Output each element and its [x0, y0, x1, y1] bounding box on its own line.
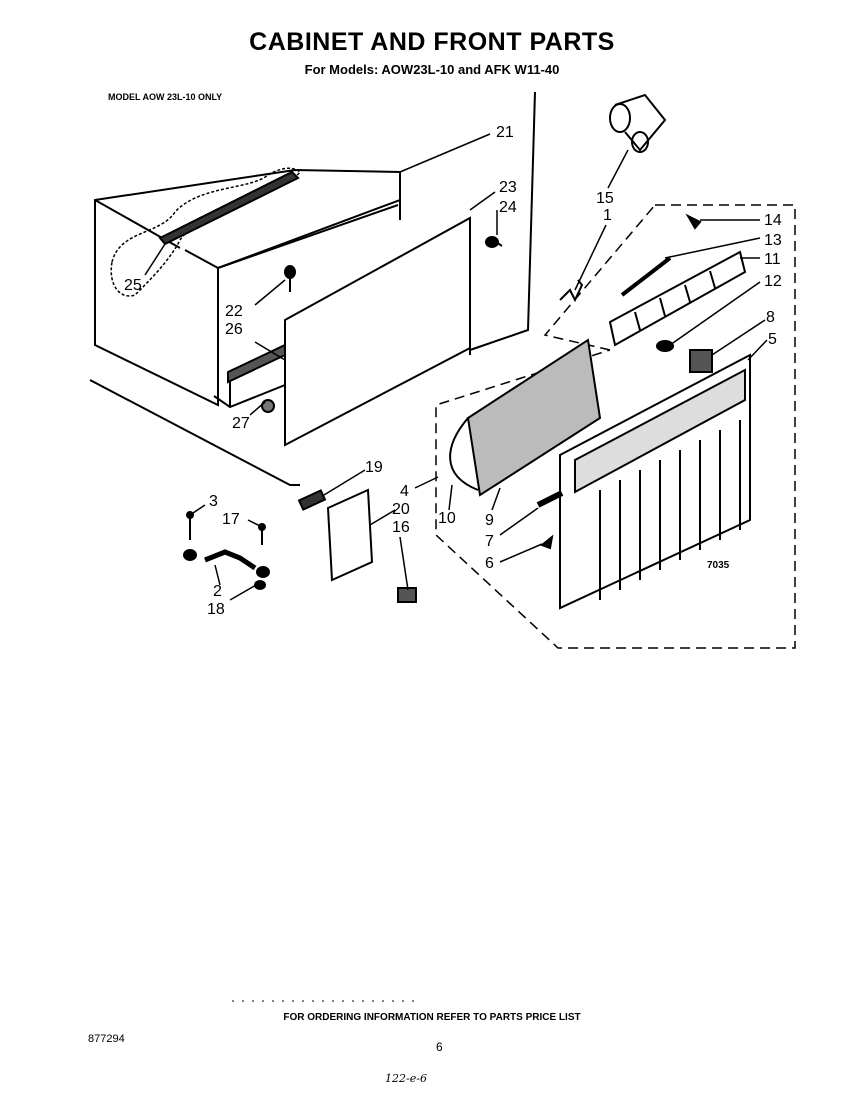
callout-8: 8	[766, 309, 775, 326]
callout-16: 16	[392, 519, 410, 536]
callout-20: 20	[392, 501, 410, 518]
louver-bracket-11	[608, 250, 747, 347]
callout-17: 17	[222, 511, 240, 528]
cabinet-shell	[89, 91, 536, 486]
callout-2: 2	[213, 583, 222, 600]
panel	[284, 216, 471, 447]
callout-27: 27	[232, 415, 250, 432]
callout-14: 14	[764, 212, 782, 229]
callout-21: 21	[496, 124, 514, 141]
rod-13	[620, 256, 672, 297]
insulation-strip	[110, 167, 302, 297]
page-number: 6	[436, 1040, 443, 1054]
callout-26: 26	[225, 321, 243, 338]
callout-4: 4	[400, 483, 409, 500]
callout-numbers: 21 23 24 25 22 26 27 15 1 14 13 11 12 8 …	[124, 124, 782, 618]
bracket-8	[689, 349, 713, 373]
callout-11: 11	[764, 251, 781, 268]
spring-clip-1	[559, 279, 584, 303]
clip-7	[536, 490, 564, 508]
page-title: CABINET AND FRONT PARTS	[249, 28, 615, 56]
screw-22	[284, 265, 296, 292]
callout-10: 10	[438, 510, 456, 527]
callout-24: 24	[499, 199, 517, 216]
callout-13: 13	[764, 232, 782, 249]
callout-25: 25	[124, 277, 142, 294]
callout-3: 3	[209, 493, 218, 510]
grommet-27	[261, 399, 275, 413]
ordering-info: FOR ORDERING INFORMATION REFER TO PARTS …	[283, 1012, 581, 1023]
callout-15: 15	[596, 190, 614, 207]
hardware-set	[183, 511, 270, 590]
callout-9: 9	[485, 512, 494, 529]
callout-22: 22	[225, 303, 243, 320]
callout-12: 12	[764, 273, 782, 290]
connector-19	[297, 489, 327, 511]
filter-9	[466, 338, 602, 497]
callout-6: 6	[485, 555, 494, 572]
page-subtitle: For Models: AOW23L-10 and AFK W11-40	[304, 62, 560, 77]
callout-1: 1	[603, 207, 612, 224]
bulb-16	[397, 587, 417, 603]
rail	[227, 343, 286, 384]
callout-23: 23	[499, 179, 517, 196]
clip-6	[540, 534, 554, 550]
callout-18: 18	[207, 601, 225, 618]
figure-number: 7035	[707, 560, 730, 571]
grille-5	[559, 353, 751, 610]
leader-lines	[144, 133, 768, 601]
front-group-outline	[435, 204, 796, 649]
callout-7: 7	[485, 533, 494, 550]
screw-12	[656, 340, 674, 352]
callout-5: 5	[768, 331, 777, 348]
seal-10	[449, 417, 479, 491]
plate-20	[326, 488, 374, 582]
handwritten-note: 122-e-6	[385, 1072, 427, 1085]
knob-14	[685, 213, 702, 230]
screw-24	[485, 236, 503, 248]
document-number: 877294	[88, 1033, 125, 1045]
motor-part-15	[609, 93, 667, 153]
callout-19: 19	[365, 459, 383, 476]
model-note: MODEL AOW 23L-10 ONLY	[108, 92, 223, 102]
